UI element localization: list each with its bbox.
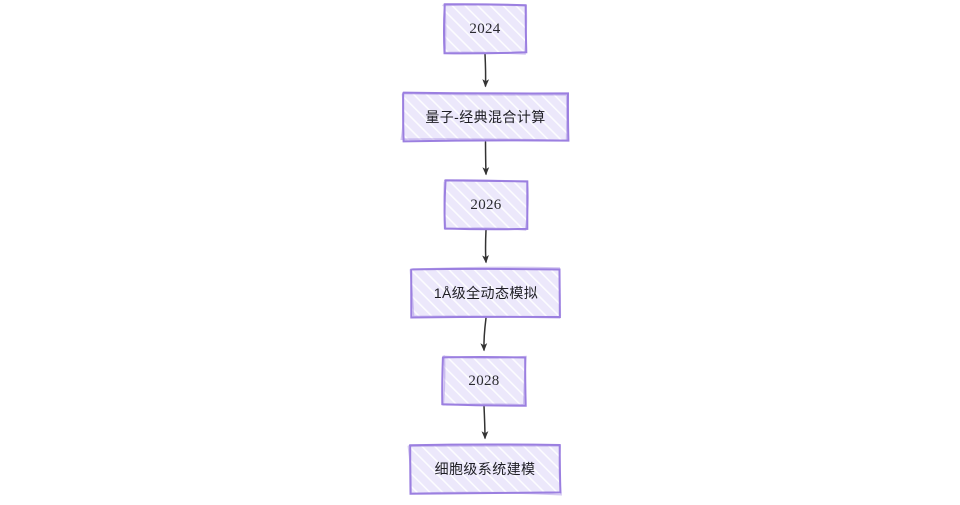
flow-edge <box>482 141 490 176</box>
flow-node[interactable] <box>400 91 570 143</box>
flow-node[interactable] <box>407 443 563 496</box>
flow-edge <box>481 405 489 440</box>
node-fill <box>442 356 525 406</box>
node-fill <box>444 181 528 230</box>
edge-line <box>480 317 488 352</box>
node-fill <box>443 3 527 54</box>
node-border <box>441 356 527 407</box>
node-border <box>443 179 529 231</box>
node-border-understroke <box>409 266 561 319</box>
node-fill <box>402 92 569 142</box>
edge-line <box>482 141 490 176</box>
flow-node[interactable] <box>442 3 528 55</box>
node-border <box>443 3 528 55</box>
flow-edge <box>480 317 488 352</box>
node-fill <box>409 444 560 493</box>
edge-line <box>481 405 489 440</box>
node-border <box>410 267 561 319</box>
node-border <box>408 443 562 495</box>
flow-node[interactable] <box>443 179 529 231</box>
edges-layer <box>480 53 490 440</box>
flow-edge <box>482 53 490 88</box>
flow-node[interactable] <box>441 355 527 407</box>
flow-node[interactable] <box>409 266 562 319</box>
node-fill <box>410 268 562 317</box>
node-border <box>402 91 570 143</box>
edge-line <box>482 53 490 88</box>
nodes-layer <box>400 3 570 496</box>
